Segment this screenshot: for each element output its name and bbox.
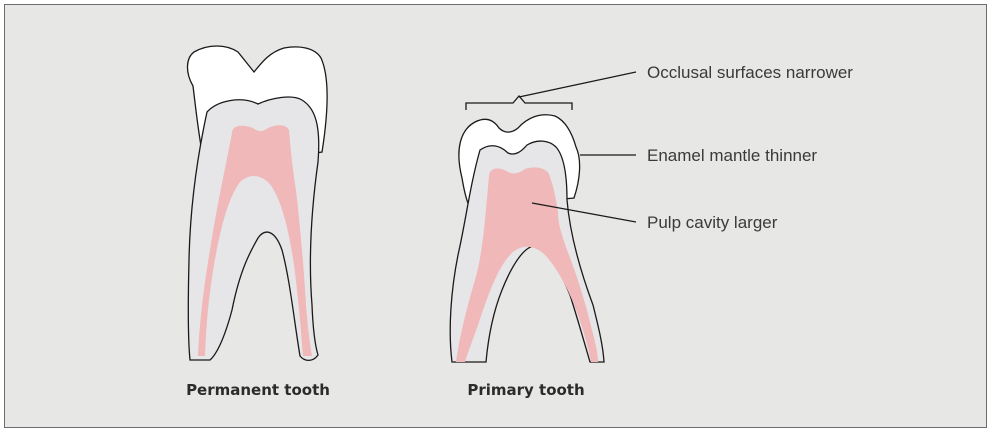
label-pulp-cavity: Pulp cavity larger [647,213,778,232]
occlusal-brace [466,96,572,110]
label-enamel-mantle: Enamel mantle thinner [647,146,817,165]
caption-primary-tooth: Primary tooth [467,381,584,399]
permanent-tooth [187,46,327,360]
label-occlusal-surfaces: Occlusal surfaces narrower [647,63,853,82]
caption-permanent-tooth: Permanent tooth [186,381,330,399]
occlusal-leader-line [519,72,636,97]
primary-tooth [450,115,604,362]
